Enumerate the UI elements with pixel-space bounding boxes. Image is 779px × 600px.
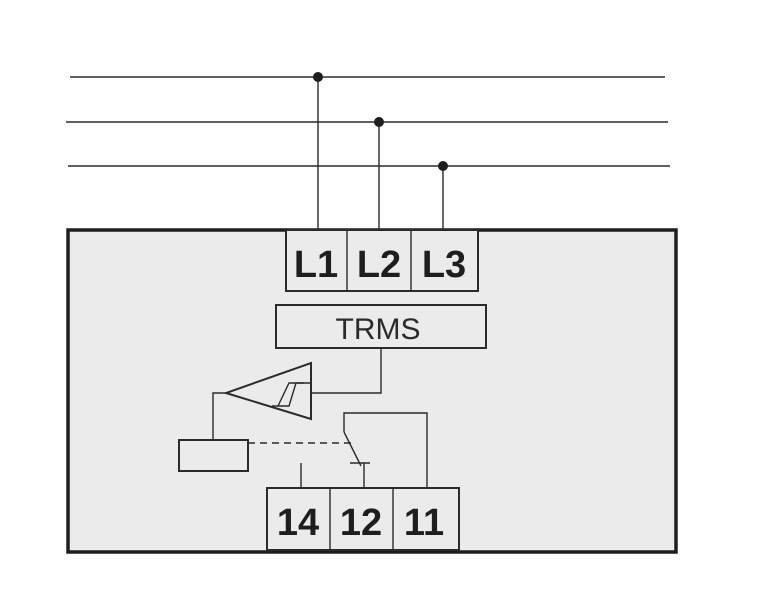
hysteresis-symbol-icon bbox=[277, 382, 304, 407]
terminal-label-l3: L3 bbox=[422, 244, 466, 286]
terminal-label-12: 12 bbox=[340, 502, 382, 544]
terminal-label-11: 11 bbox=[404, 502, 444, 544]
output-terminal-block bbox=[266, 487, 460, 551]
input-terminal-block bbox=[285, 229, 479, 292]
terminal-label-l2: L2 bbox=[357, 244, 401, 286]
switch-blade bbox=[343, 431, 362, 467]
junction-dot-l2 bbox=[374, 117, 384, 127]
junction-dot-l3 bbox=[438, 161, 448, 171]
trms-to-comparator-wire bbox=[311, 348, 382, 394]
relay-coil bbox=[178, 439, 249, 472]
comparator-to-coil-wire bbox=[212, 392, 226, 440]
trms-block bbox=[275, 304, 487, 349]
common-contact-wire bbox=[343, 412, 428, 488]
junction-dot-l1 bbox=[313, 72, 323, 82]
terminal-label-l1: L1 bbox=[294, 244, 338, 286]
trms-label: TRMS bbox=[336, 313, 421, 346]
terminal-label-14: 14 bbox=[277, 502, 319, 544]
